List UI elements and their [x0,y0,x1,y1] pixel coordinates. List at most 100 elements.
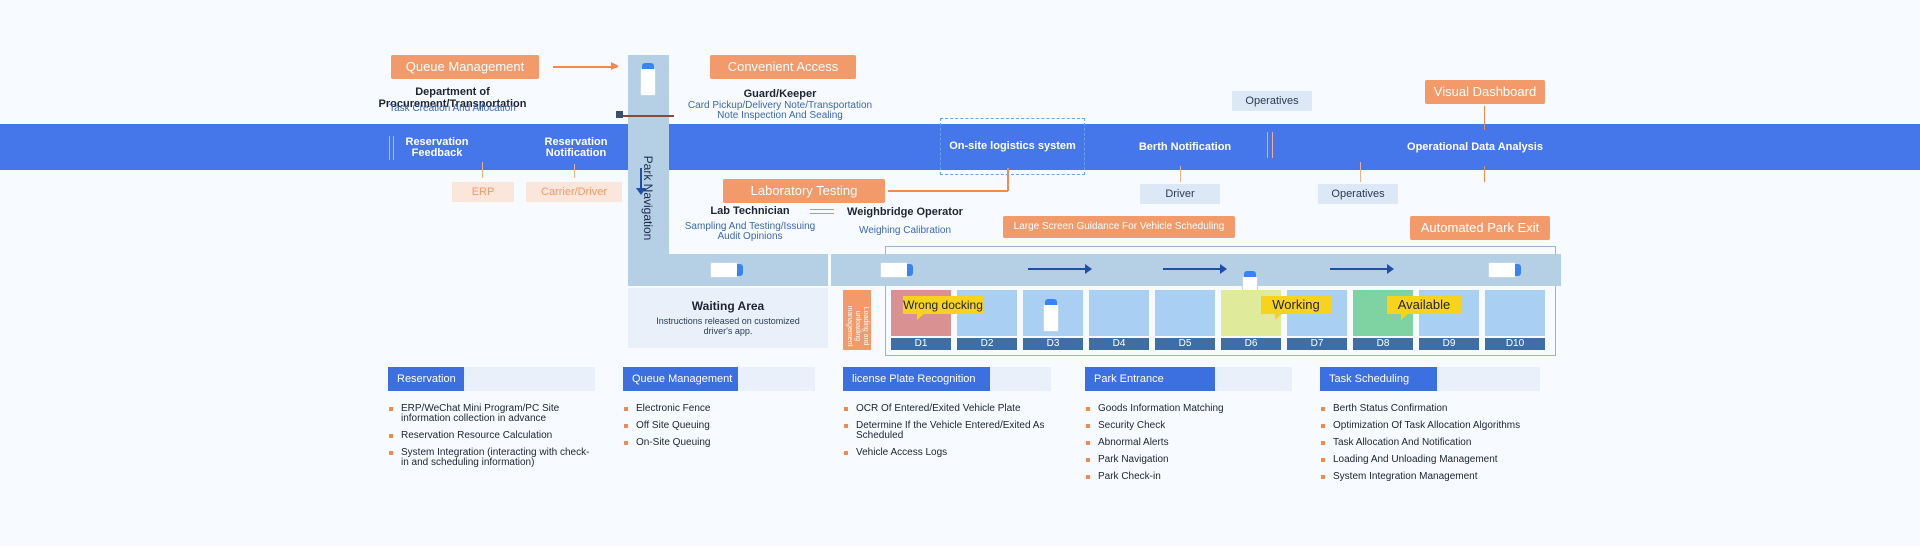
bay-label: D5 [1155,338,1215,350]
reservation-notification-1: Reservation [544,136,608,148]
flow-arrow [1028,264,1092,274]
operatives-top-pill: Operatives [1232,91,1312,111]
waiting-area-title: Waiting Area [691,299,765,313]
panel-title: Park Entrance [1085,367,1215,391]
bay-label: D7 [1287,338,1347,350]
list-item: System Integration (interacting with che… [389,448,591,468]
analysis-connector [1484,166,1485,182]
panel-reservation-header: Reservation [388,367,595,391]
carrier-driver-pill: Carrier/Driver [526,182,622,202]
weighbridge-title: Weighbridge Operator [847,206,963,218]
list-item: On-Site Queuing [624,438,826,448]
bay-label: D9 [1419,338,1479,350]
erp-pill: ERP [452,182,514,202]
lab-connector-v [1007,168,1009,191]
list-item: Determine If the Vehicle Entered/Exited … [844,421,1046,441]
nav-arrow-line [640,168,642,190]
berth-notification-label: Berth Notification [1138,141,1232,153]
working-callout: Working [1261,296,1331,320]
truck-icon [710,262,743,278]
bay-label: D10 [1485,338,1545,350]
list-item: Park Check-in [1086,472,1288,482]
bay-d5 [1155,290,1215,336]
convenient-access-tag: Convenient Access [710,55,856,79]
list-item: OCR Of Entered/Exited Vehicle Plate [844,404,1046,414]
bay-label: D3 [1023,338,1083,350]
list-item: Vehicle Access Logs [844,448,1046,458]
list-item: Task Allocation And Notification [1321,438,1523,448]
list-item: Loading And Unloading Management [1321,455,1523,465]
list-item: ERP/WeChat Mini Program/PC Site informat… [389,404,591,424]
list-item: Reservation Resource Calculation [389,431,591,441]
nav-arrowhead [636,188,646,195]
bay-label: D8 [1353,338,1413,350]
bay-label: D6 [1221,338,1281,350]
lab-technician-line1: Sampling And Testing/Issuing [684,221,816,232]
panel-title: license Plate Recognition [843,367,990,391]
truck-icon [640,63,656,96]
laboratory-testing-tag: Laboratory Testing [723,179,885,203]
list-item: Berth Status Confirmation [1321,404,1523,414]
queue-management-tag: Queue Management [391,55,539,79]
bay-label: D2 [957,338,1017,350]
gate-barrier [619,115,674,117]
bay-d10 [1485,290,1545,336]
lab-connector-h [888,190,1008,192]
panel-queue-header: Queue Management [623,367,815,391]
panel-queue-list: Electronic Fence Off Site Queuing On-Sit… [624,404,826,455]
list-item: Optimization Of Task Allocation Algorith… [1321,421,1523,431]
panel-title: Task Scheduling [1320,367,1437,391]
loading-area-frame [885,246,1556,356]
flow-arrow [1330,264,1394,274]
reservation-feedback-2: Feedback [411,147,463,159]
truck-icon [1488,262,1521,278]
panel-title: Reservation [388,367,464,391]
panel-lpr-list: OCR Of Entered/Exited Vehicle Plate Dete… [844,404,1046,465]
truck-icon [880,262,913,278]
panel-park-entrance-header: Park Entrance [1085,367,1292,391]
panel-park-entrance-list: Goods Information Matching Security Chec… [1086,404,1288,489]
driver-pill: Driver [1140,184,1220,204]
queue-arrowhead [611,62,619,70]
onsite-logistics-box [940,118,1085,175]
bay-d4 [1089,290,1149,336]
automated-park-exit-tag: Automated Park Exit [1410,216,1550,240]
operational-data-analysis-label: Operational Data Analysis [1407,141,1543,153]
procurement-subtitle: Task Creation And Allocation [389,103,516,114]
list-item: System Integration Management [1321,472,1523,482]
park-navigation-label: Park Navigation [641,155,655,241]
list-item: Goods Information Matching [1086,404,1288,414]
lab-exchange-arrow-2 [810,213,834,214]
large-screen-guidance-tag: Large Screen Guidance For Vehicle Schedu… [1003,216,1235,238]
weighbridge-sub: Weighing Calibration [858,225,952,236]
driver-connector [1180,166,1181,182]
queue-arrow [553,66,617,68]
onsite-logistics-label: On-site logistics system [949,140,1076,152]
gate-post [616,111,623,118]
available-callout: Available [1387,296,1461,320]
list-item: Off Site Queuing [624,421,826,431]
list-item: Abnormal Alerts [1086,438,1288,448]
waiting-area [628,288,828,348]
panel-task-scheduling-list: Berth Status Confirmation Optimization O… [1321,404,1523,489]
dashboard-connector [1484,106,1485,130]
truck-icon [1043,299,1059,332]
updown-arrows-left [389,136,394,160]
visual-dashboard-tag: Visual Dashboard [1425,80,1545,104]
erp-connector [482,162,483,178]
loading-unloading-tag: Loading and unloading management [843,290,871,350]
lab-exchange-arrow-1 [810,209,834,210]
updown-arrows-right [1267,132,1273,158]
guard-title: Guard/Keeper [743,88,817,100]
carrier-connector [574,164,575,178]
panel-title: Queue Management [623,367,738,391]
wrong-docking-callout: Wrong docking [903,296,983,320]
bay-label: D1 [891,338,951,350]
waiting-area-line2: driver's app. [703,326,753,336]
process-band [0,124,1920,170]
panel-lpr-header: license Plate Recognition [843,367,1051,391]
reservation-feedback-1: Reservation [405,136,469,148]
procurement-title: Department of Procurement/Transportation [378,86,527,110]
list-item: Security Check [1086,421,1288,431]
panel-reservation-list: ERP/WeChat Mini Program/PC Site informat… [389,404,591,475]
